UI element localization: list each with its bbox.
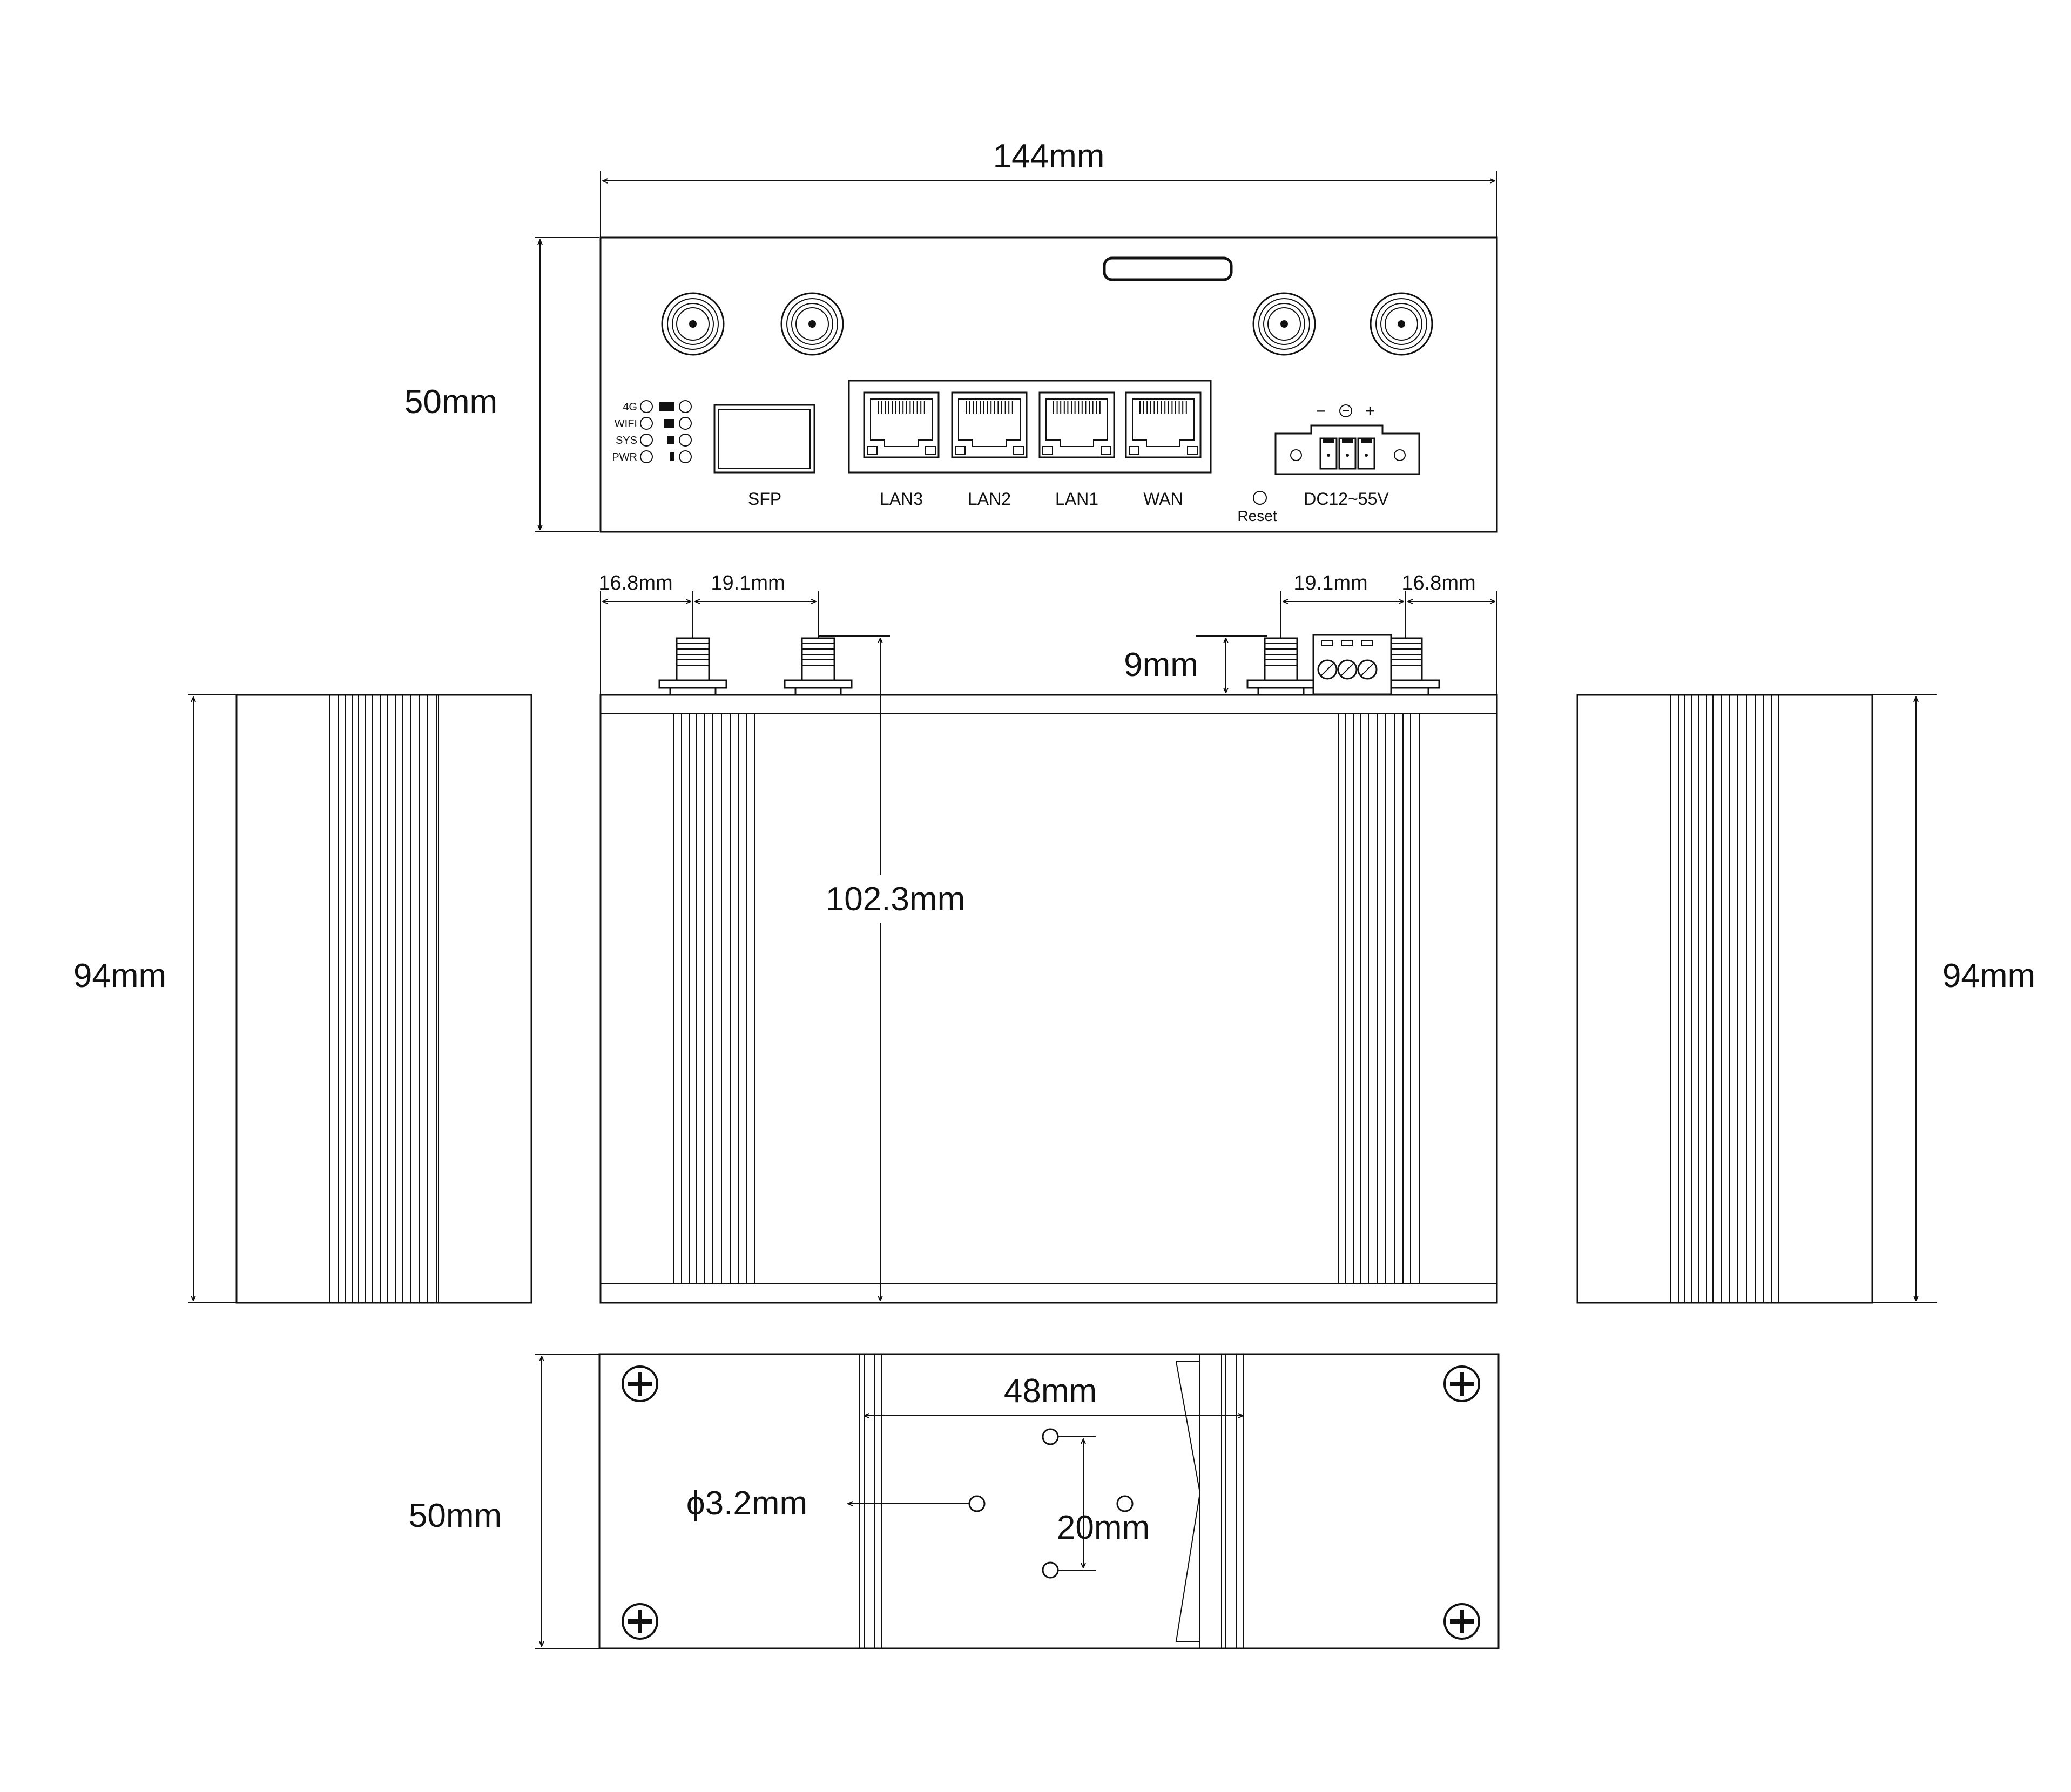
led-label-sys: SYS: [616, 435, 637, 447]
antenna-profile: [658, 637, 727, 696]
dim-label-front-height: 50mm: [404, 383, 497, 421]
reset-button: Reset: [1237, 491, 1277, 524]
dim-label-right-depth: 94mm: [1942, 957, 2035, 995]
dimension-height-front-50mm: 50mm: [404, 237, 599, 532]
screw-icon: [1443, 1603, 1480, 1640]
wan-label: WAN: [1143, 489, 1183, 509]
dim-label-width: 144mm: [993, 138, 1105, 175]
reset-label: Reset: [1237, 508, 1277, 524]
power-label: DC12~55V: [1304, 489, 1389, 509]
front-view: 144mm 50mm: [404, 138, 1498, 533]
antenna-connector-4: [1370, 292, 1433, 356]
lan1-label: LAN1: [1055, 489, 1098, 509]
dim-label-hole-diameter: ϕ3.2mm: [686, 1485, 807, 1522]
dim-label-depth-total: 102.3mm: [826, 881, 965, 918]
ground-icon: [1339, 404, 1352, 417]
antenna-offset-dimensions: 16.8mm 19.1mm 19.1mm 16.8mm: [598, 572, 1497, 695]
dim-label-bottom-height: 50mm: [409, 1497, 502, 1534]
dim-label-right-spacing: 19.1mm: [1293, 572, 1367, 594]
rj45-port: [951, 391, 1028, 458]
antenna-profile: [784, 637, 853, 696]
screw-icon: [1443, 1365, 1480, 1402]
sim-slot: [1103, 256, 1233, 281]
right-side-view: 94mm: [1576, 694, 2035, 1304]
sfp-label: SFP: [748, 489, 781, 509]
heatsink-fins-right: [1338, 714, 1420, 1284]
antenna-connector-3: [1252, 292, 1316, 356]
mount-hole: [968, 1495, 986, 1512]
dimension-depth-102mm: 102.3mm: [813, 635, 986, 1301]
dim-label-left-edge: 16.8mm: [598, 572, 672, 594]
heatsink-fins-left: [673, 714, 755, 1284]
dim-label-mount-spacing-v: 20mm: [1057, 1509, 1150, 1546]
dimension-width-144mm: 144mm: [600, 138, 1497, 238]
screw-icon: [622, 1603, 658, 1640]
power-minus-label: −: [1316, 401, 1326, 421]
rj45-port: [863, 391, 940, 458]
rj45-port: [1125, 391, 1202, 458]
led-indicators: 4G WIFI SYS PWR: [612, 400, 692, 463]
mount-hole: [1116, 1495, 1134, 1512]
dimension-antenna-height-9mm: 9mm: [1124, 635, 1267, 695]
led-label-4g: 4G: [623, 401, 637, 413]
bottom-view: 50mm: [409, 1353, 1500, 1649]
led-label-pwr: PWR: [612, 451, 637, 463]
left-side-view: 94mm: [73, 694, 532, 1304]
screw-icon: [622, 1365, 658, 1402]
lan3-label: LAN3: [880, 489, 923, 509]
dim-label-right-edge: 16.8mm: [1401, 572, 1475, 594]
dim-label-left-spacing: 19.1mm: [711, 572, 785, 594]
bottom-plate: [598, 1353, 1500, 1649]
rj45-port: [1038, 391, 1115, 458]
dim-label-mount-spacing-h: 48mm: [1004, 1372, 1097, 1410]
power-terminal: − + DC12~55V: [1274, 401, 1420, 509]
antenna-profile: [1246, 637, 1316, 696]
mount-hole: [1042, 1561, 1059, 1579]
top-view: 16.8mm 19.1mm 19.1mm 16.8mm: [598, 572, 1498, 1304]
dim-label-left-depth: 94mm: [73, 957, 166, 995]
top-body: [599, 694, 1498, 1304]
antenna-connector-2: [780, 292, 844, 356]
lan2-label: LAN2: [968, 489, 1011, 509]
sfp-port: SFP: [713, 404, 815, 509]
power-plus-label: +: [1365, 401, 1375, 421]
top-terminal-block: [1312, 634, 1392, 695]
mount-hole: [1042, 1428, 1059, 1445]
dim-label-antenna-height: 9mm: [1124, 646, 1198, 684]
antenna-connector-1: [661, 292, 725, 356]
led-label-wifi: WIFI: [615, 418, 637, 430]
